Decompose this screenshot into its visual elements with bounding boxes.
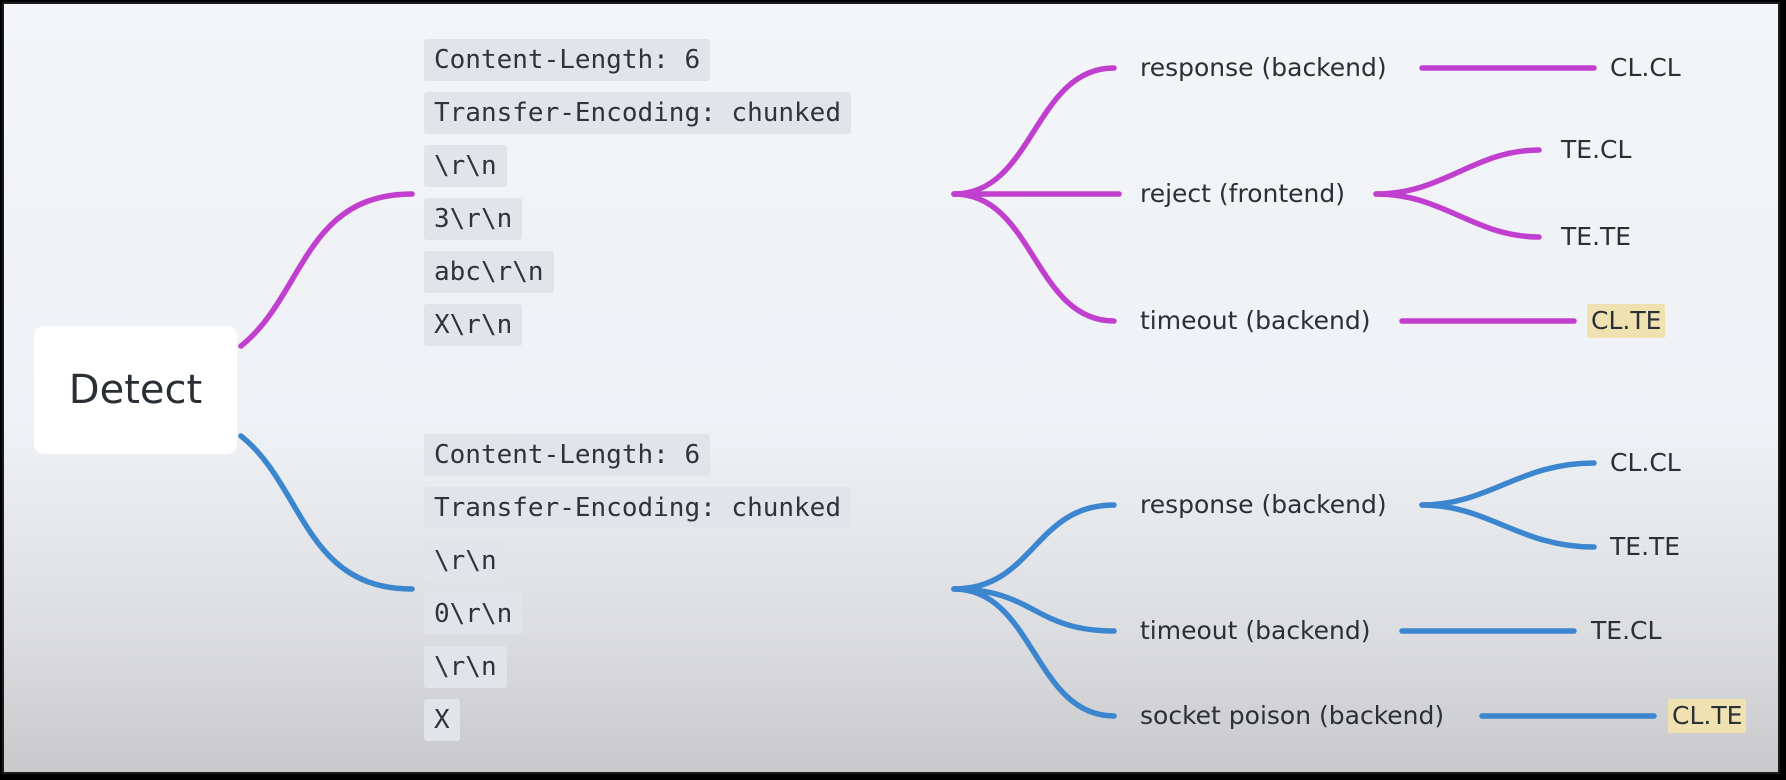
edge-top-to-timeout: [951, 191, 1117, 324]
bottom-result-timeout: timeout (backend): [1140, 616, 1371, 645]
top-outcome-tete: TE.TE: [1561, 222, 1632, 251]
top-code-line-4: 3\r\n: [424, 198, 523, 240]
edge-response-to-clcl-2: [1419, 460, 1597, 508]
top-code-line-2: Transfer-Encoding: chunked: [424, 92, 851, 134]
bottom-code-line-4: 0\r\n: [424, 593, 523, 635]
bottom-result-response: response (backend): [1140, 490, 1387, 519]
edge-reject-to-tete: [1373, 191, 1542, 240]
top-outcome-clcl: CL.CL: [1610, 53, 1681, 82]
bottom-result-socket-poison: socket poison (backend): [1140, 701, 1445, 730]
root-node-detect: Detect: [34, 326, 237, 454]
edge-bottom-to-response: [951, 502, 1117, 592]
edge-reject-to-tecl: [1373, 147, 1542, 197]
edge-bottom-to-timeout: [951, 586, 1117, 634]
top-result-reject: reject (frontend): [1140, 179, 1346, 208]
top-code-line-1: Content-Length: 6: [424, 39, 711, 81]
top-result-timeout: timeout (backend): [1140, 306, 1371, 335]
bottom-outcome-clcl: CL.CL: [1610, 448, 1681, 477]
top-code-line-3: \r\n: [424, 145, 507, 187]
bottom-code-line-1: Content-Length: 6: [424, 434, 711, 476]
top-code-line-6: X\r\n: [424, 304, 523, 346]
top-outcome-clte-highlighted: CL.TE: [1587, 304, 1666, 338]
top-code-line-5: abc\r\n: [424, 251, 554, 293]
bottom-outcome-clte-highlighted: CL.TE: [1668, 699, 1747, 733]
bottom-outcome-tete: TE.TE: [1610, 532, 1681, 561]
edge-top-to-response: [951, 65, 1117, 197]
edge-root-to-bottom-group: [238, 433, 415, 592]
top-result-response: response (backend): [1140, 53, 1387, 82]
bottom-code-line-5: \r\n: [424, 646, 507, 688]
edge-response-to-tete-2: [1419, 502, 1597, 550]
bottom-code-line-3: \r\n: [424, 540, 507, 582]
edge-root-to-top-group: [238, 191, 415, 349]
connector-lines: [238, 65, 1657, 719]
bottom-outcome-tecl: TE.CL: [1591, 616, 1662, 645]
top-outcome-tecl: TE.CL: [1561, 135, 1632, 164]
bottom-code-line-6: X: [424, 699, 460, 741]
edge-bottom-to-socket-poison: [951, 586, 1117, 719]
bottom-code-line-2: Transfer-Encoding: chunked: [424, 487, 851, 529]
